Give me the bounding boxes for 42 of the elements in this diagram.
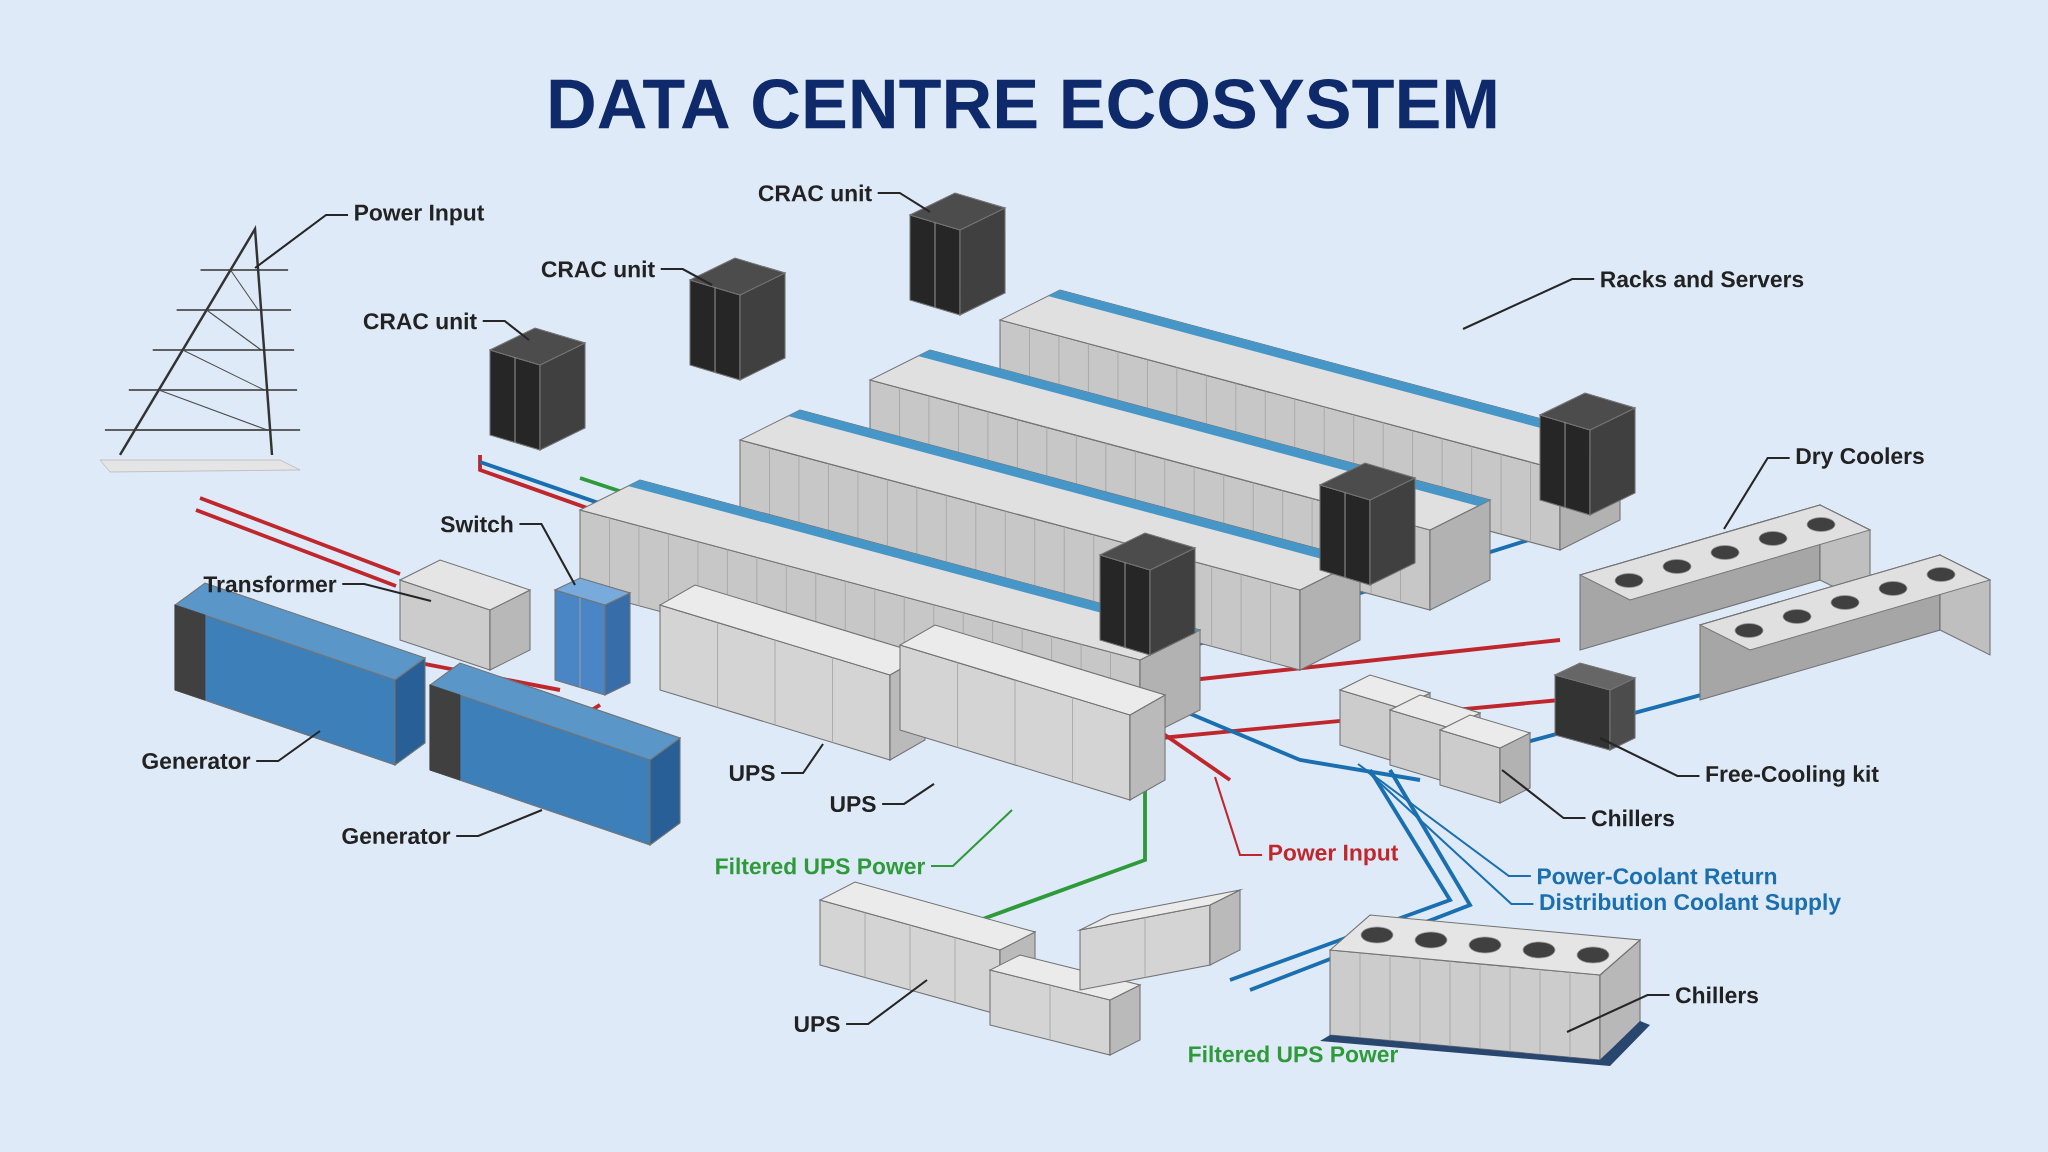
leader-line xyxy=(1214,776,1263,857)
leader-line xyxy=(1501,769,1586,820)
leader-line xyxy=(1599,737,1700,778)
leader-line xyxy=(781,743,824,775)
leader-line xyxy=(1357,763,1531,878)
leader-line xyxy=(342,582,432,602)
part-label: Switch xyxy=(440,515,513,533)
part-label: Filtered UPS Power xyxy=(1189,1045,1398,1063)
part-label: Power Input xyxy=(1269,844,1399,866)
part-label: Filtered UPS Power xyxy=(716,857,925,875)
part-label: Dry Coolers xyxy=(1796,447,1924,469)
leader-line xyxy=(1462,277,1595,330)
part-label: Chillers xyxy=(1676,986,1758,1004)
leader-line xyxy=(931,809,1013,868)
leader-line xyxy=(877,191,931,213)
part-label: CRAC unit xyxy=(758,184,872,202)
leader-line xyxy=(256,730,321,763)
leader-line xyxy=(846,979,928,1026)
leader-line xyxy=(254,213,349,269)
leader-line xyxy=(1367,771,1534,906)
part-label: Free-Cooling kit xyxy=(1706,765,1879,787)
part-label: Power-Coolant Return xyxy=(1538,867,1777,885)
leader-line xyxy=(660,267,713,286)
part-label: Chillers xyxy=(1592,809,1674,827)
part-label: Transformer xyxy=(203,575,337,593)
title: DATA CENTRE ECOSYSTEM xyxy=(550,79,1496,129)
part-label: CRAC unit xyxy=(363,312,477,330)
leader-line xyxy=(1566,993,1670,1033)
part-label: Generator xyxy=(142,752,251,770)
part-label: Power Input xyxy=(355,204,485,226)
leader-line xyxy=(482,319,530,341)
leader-line xyxy=(882,783,935,806)
part-label: Distribution Coolant Supply xyxy=(1540,893,1841,915)
leader-line xyxy=(1723,456,1790,530)
leader-line xyxy=(456,809,543,838)
part-label: Generator xyxy=(342,827,451,845)
part-label: UPS xyxy=(729,764,775,782)
part-label: UPS xyxy=(794,1015,840,1033)
leader-line xyxy=(519,522,576,586)
part-label: CRAC unit xyxy=(541,260,655,278)
part-label: Racks and Servers xyxy=(1601,270,1804,288)
part-label: UPS xyxy=(830,795,876,813)
